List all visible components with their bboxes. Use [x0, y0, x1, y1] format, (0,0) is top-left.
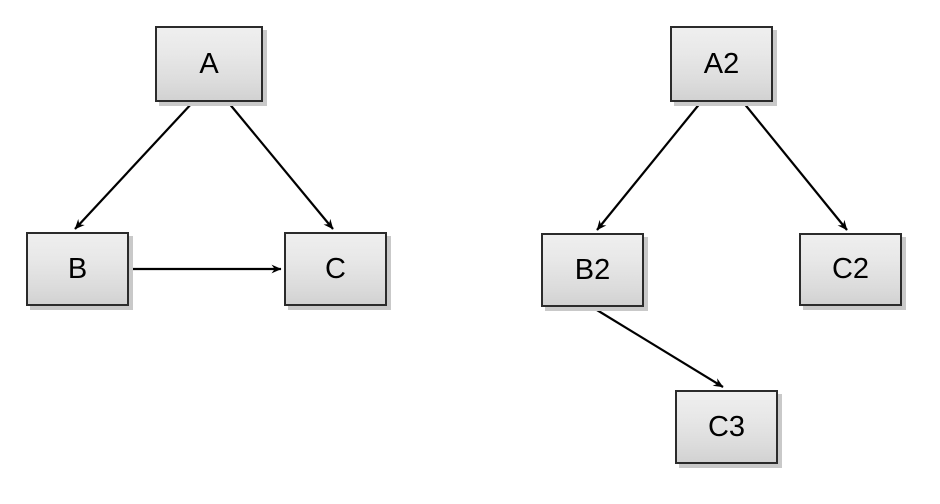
node-a2-label: A2 — [703, 47, 740, 80]
edge-group — [74, 101, 848, 388]
node-c[interactable]: C — [284, 232, 387, 306]
edge-a2-to-c2 — [742, 101, 848, 231]
node-a2[interactable]: A2 — [670, 26, 773, 102]
node-c2-label: C2 — [831, 253, 870, 285]
node-c-label: C — [325, 252, 346, 285]
node-c2[interactable]: C2 — [799, 233, 902, 306]
node-b2[interactable]: B2 — [541, 233, 644, 307]
node-b[interactable]: B — [26, 232, 129, 306]
edge-a-to-b — [74, 101, 194, 230]
edge-a-to-c — [227, 101, 334, 230]
edge-b2-to-c3 — [591, 306, 724, 388]
node-a-label: A — [199, 47, 219, 80]
node-c3[interactable]: C3 — [675, 390, 778, 464]
node-c3-label: C3 — [707, 410, 746, 443]
node-a[interactable]: A — [155, 26, 263, 102]
edge-a2-to-b2 — [596, 101, 702, 231]
node-b2-label: B2 — [574, 253, 611, 286]
node-b-label: B — [67, 252, 88, 285]
